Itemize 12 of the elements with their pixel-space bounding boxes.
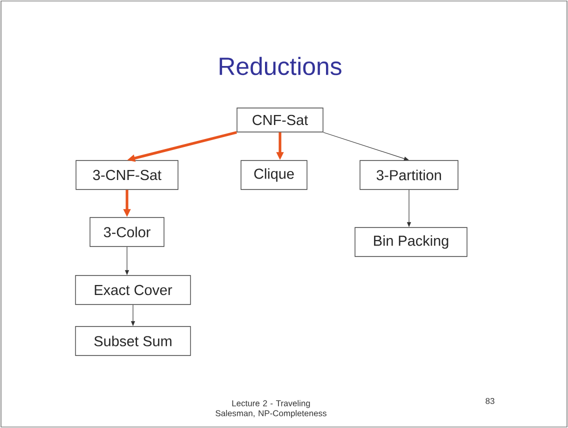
footer-note: Lecture 2 - Traveling Salesman, NP-Completeness xyxy=(216,400,326,418)
problem-box: CNF-Sat xyxy=(236,108,324,132)
slide-title: Reductions xyxy=(220,56,342,76)
page-number: 83 xyxy=(486,398,494,404)
problem-box: Bin Packing xyxy=(354,227,468,257)
problem-box: 3-Partition xyxy=(360,160,458,190)
problem-box: Exact Cover xyxy=(75,275,191,305)
problem-box: Clique xyxy=(240,160,308,190)
arrow xyxy=(323,132,409,161)
problem-box: 3-CNF-Sat xyxy=(76,160,178,190)
problem-box: 3-Color xyxy=(90,217,164,247)
problem-box: Subset Sum xyxy=(75,326,191,356)
